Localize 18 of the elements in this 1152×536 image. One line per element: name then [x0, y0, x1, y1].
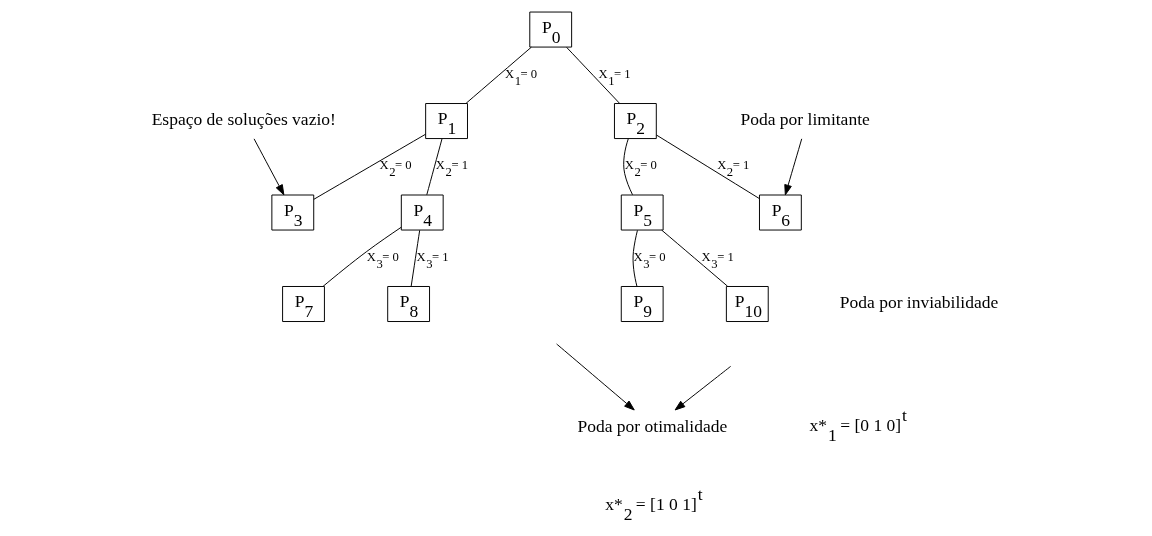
arrow — [253, 138, 284, 196]
connector — [322, 226, 402, 287]
arrow — [674, 365, 731, 411]
label: Poda por inviabilidade — [839, 292, 998, 313]
connector — [425, 138, 442, 196]
node-text: Poda por limitante — [739, 109, 870, 130]
node-text: Espaço de soluções vazio! — [151, 109, 336, 130]
connector — [312, 133, 426, 200]
connector — [622, 138, 633, 196]
connector — [410, 229, 420, 287]
connector — [565, 46, 620, 104]
node-text: Poda por otimalidade — [576, 415, 727, 436]
arrow — [555, 343, 635, 411]
connector — [632, 229, 638, 287]
connector — [660, 229, 728, 287]
connector — [655, 134, 760, 199]
connector — [465, 46, 532, 104]
arrow — [783, 138, 802, 196]
